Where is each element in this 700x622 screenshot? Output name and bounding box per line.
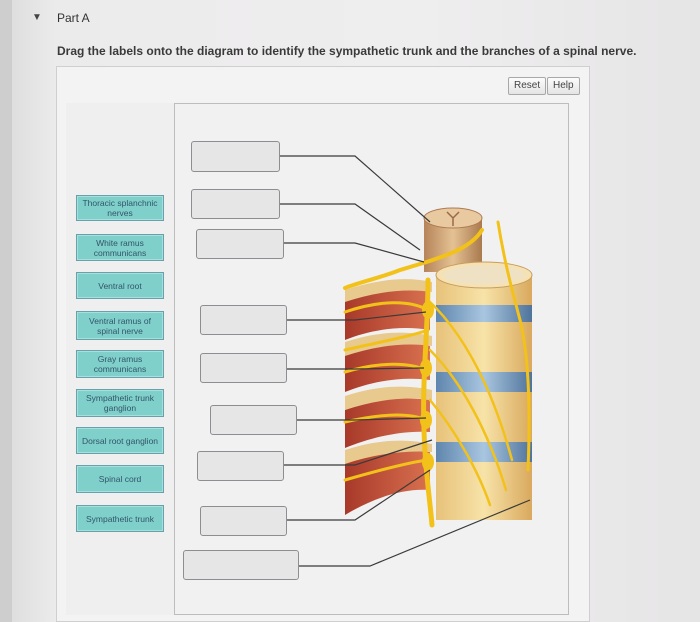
label-thoracic-splanchnic-nerves[interactable]: Thoracic splanchnic nerves: [76, 195, 164, 221]
reset-button[interactable]: Reset: [508, 77, 547, 95]
label-dorsal-root-ganglion[interactable]: Dorsal root ganglion: [76, 427, 164, 454]
leader-lines: [280, 155, 531, 567]
label-ventral-ramus[interactable]: Ventral ramus of spinal nerve: [76, 311, 164, 340]
label-sympathetic-trunk[interactable]: Sympathetic trunk: [76, 505, 164, 532]
ganglia: [420, 301, 434, 471]
help-button[interactable]: Help: [547, 77, 580, 95]
rib-muscle-layer: [345, 279, 432, 515]
instruction-text: Drag the labels onto the diagram to iden…: [57, 44, 637, 58]
drop-target-6[interactable]: [210, 405, 297, 435]
window-edge: [0, 0, 12, 622]
vertebral-column: [435, 261, 533, 520]
label-white-ramus-communicans[interactable]: White ramus communicans: [76, 234, 164, 261]
drop-target-4[interactable]: [200, 305, 287, 335]
label-sympathetic-trunk-ganglion[interactable]: Sympathetic trunk ganglion: [76, 389, 164, 417]
drop-target-9[interactable]: [183, 550, 299, 580]
caret-down-icon[interactable]: ▼: [32, 12, 42, 23]
label-spinal-cord[interactable]: Spinal cord: [76, 465, 164, 493]
drop-target-8[interactable]: [200, 506, 287, 536]
drop-target-3[interactable]: [196, 229, 284, 259]
drop-target-7[interactable]: [197, 451, 284, 481]
drop-target-1[interactable]: [191, 141, 280, 172]
drop-target-2[interactable]: [191, 189, 280, 219]
drop-target-5[interactable]: [200, 353, 287, 383]
label-ventral-root[interactable]: Ventral root: [76, 272, 164, 299]
part-title[interactable]: Part A: [57, 11, 90, 25]
label-gray-ramus-communicans[interactable]: Gray ramus communicans: [76, 350, 164, 378]
